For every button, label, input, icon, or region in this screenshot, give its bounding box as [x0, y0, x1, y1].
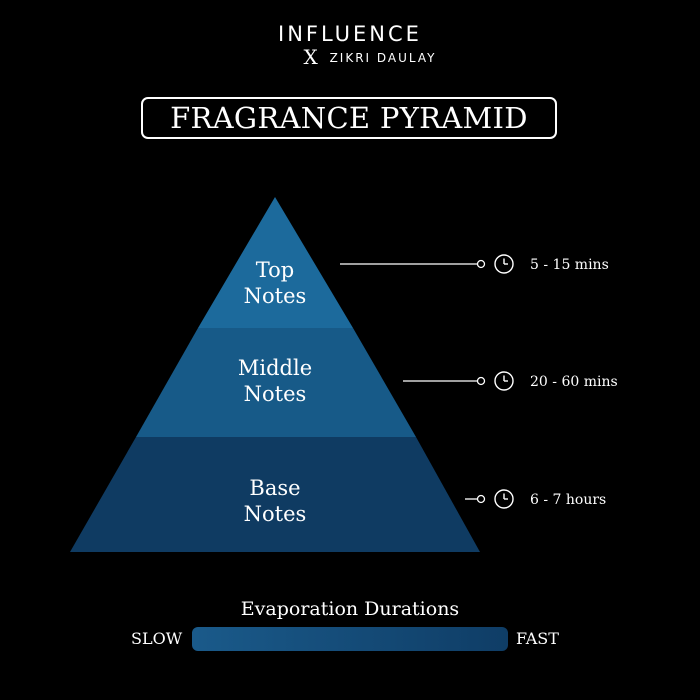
brand-name: INFLUENCE — [278, 22, 422, 46]
tier-base-shape — [70, 437, 480, 552]
clock-icon — [494, 371, 514, 391]
clock-icon — [494, 489, 514, 509]
legend-slow-label: SLOW — [131, 629, 183, 648]
tier-base-line2: Notes — [243, 502, 307, 526]
duration-middle: 20 - 60 mins — [530, 374, 618, 390]
connector-middle — [403, 376, 486, 386]
clock-icon — [494, 254, 514, 274]
tier-top-line1: Top — [255, 258, 295, 282]
tier-middle-line2: Notes — [243, 382, 307, 406]
tier-top-label: Top Notes — [175, 257, 375, 309]
collab-mark: X — [303, 45, 320, 69]
tier-top-shape — [198, 197, 353, 328]
page-title: FRAGRANCE PYRAMID — [141, 97, 557, 139]
collab-name: ZIKRI DAULAY — [329, 51, 437, 65]
duration-top: 5 - 15 mins — [530, 257, 609, 273]
tier-middle-label: Middle Notes — [175, 355, 375, 407]
legend-fast-label: FAST — [516, 629, 559, 648]
connector-top — [340, 259, 486, 269]
brand-collab: X ZIKRI DAULAY — [0, 47, 700, 67]
tier-top-line2: Notes — [243, 284, 307, 308]
tier-base-line1: Base — [249, 476, 301, 500]
connector-base — [465, 494, 486, 504]
legend-title: Evaporation Durations — [240, 598, 460, 620]
evaporation-gradient-bar — [192, 627, 508, 651]
tier-middle-line1: Middle — [237, 356, 313, 380]
brand-logo: INFLUENCE X ZIKRI DAULAY — [0, 22, 700, 67]
tier-middle-shape — [136, 328, 416, 437]
tier-base-label: Base Notes — [175, 475, 375, 527]
duration-base: 6 - 7 hours — [530, 492, 607, 508]
